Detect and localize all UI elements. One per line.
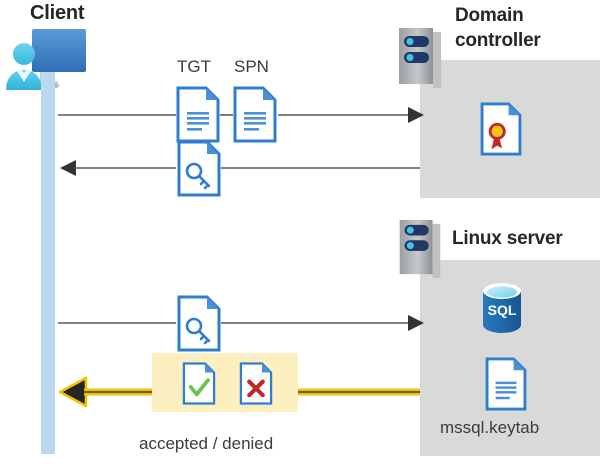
document-certificate-icon bbox=[480, 102, 522, 156]
document-key-icon bbox=[177, 140, 221, 197]
keytab-label: mssql.keytab bbox=[440, 418, 540, 437]
sql-database-icon: SQL bbox=[483, 283, 521, 333]
domain-controller-title: Domain controller bbox=[455, 5, 541, 51]
client-lifeline bbox=[41, 72, 55, 454]
document-cross-icon bbox=[239, 362, 273, 405]
server-rack-icon bbox=[399, 28, 441, 88]
document-lines-icon bbox=[485, 357, 527, 411]
svg-text:SQL: SQL bbox=[488, 302, 517, 318]
accepted-denied-label: accepted / denied bbox=[139, 434, 274, 453]
client-title: Client bbox=[30, 2, 85, 24]
document-check-icon bbox=[182, 362, 216, 405]
server-rack-icon bbox=[399, 220, 441, 278]
linux-server-title: Linux server bbox=[452, 228, 563, 249]
document-key-icon bbox=[177, 295, 221, 352]
accepted-denied-highlight bbox=[152, 353, 298, 412]
tgt-label: TGT bbox=[177, 57, 211, 76]
user-computer-icon bbox=[6, 29, 86, 90]
document-lines-icon bbox=[176, 86, 220, 143]
document-lines-icon bbox=[233, 86, 277, 143]
spn-label: SPN bbox=[234, 57, 269, 76]
